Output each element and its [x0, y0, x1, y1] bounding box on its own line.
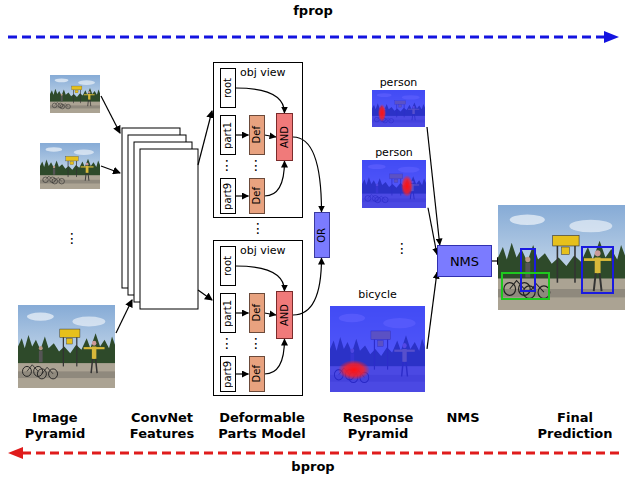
ellipsis: ⋮ [250, 220, 266, 236]
connector-arrow [265, 313, 277, 315]
class-name: person [370, 76, 427, 89]
deformation-name: Def [251, 304, 263, 321]
flow-label: fprop [273, 3, 353, 18]
deformation-box: Def [249, 178, 265, 214]
deformation-box: Def [249, 356, 265, 392]
connector-arrow [265, 339, 285, 374]
stage-label: ConvNet Features [120, 410, 204, 442]
filter-box: root [220, 246, 236, 286]
response-map: bicycle [328, 288, 427, 393]
fprop-arrowhead [604, 31, 619, 43]
connector-arrow [428, 208, 437, 255]
filter-name: root [222, 256, 234, 276]
connector-arrow [265, 161, 285, 196]
deformation-name: Def [251, 365, 263, 382]
stage-label: Image Pyramid [15, 410, 95, 442]
filter-name: part1 [222, 122, 234, 149]
and-label: AND [279, 126, 291, 148]
view-box: obj viewrootpart1Defpart9DefAND [213, 240, 303, 396]
filter-name: part9 [222, 183, 234, 210]
ellipsis: ⋮ [394, 240, 410, 256]
feature-arrows [198, 111, 212, 300]
connector-arrow [236, 373, 249, 374]
filter-box: root [220, 68, 236, 108]
connector-arrow [236, 195, 249, 196]
response-map: person [370, 76, 427, 128]
stage-label: NMS [441, 410, 485, 426]
connector-arrow [236, 312, 249, 313]
fprop-arrow [8, 36, 604, 39]
ellipsis: ⋮ [62, 230, 82, 246]
image-pyramid [18, 75, 115, 388]
ellipsis: ⋮ [219, 335, 235, 351]
deformation-box: Def [249, 293, 265, 333]
stage-label: Response Pyramid [336, 410, 420, 442]
connector-arrow [236, 266, 285, 291]
view-title: obj view [240, 244, 302, 257]
ellipsis: ⋮ [248, 335, 264, 351]
or-box: OR [314, 212, 330, 258]
ellipsis: ⋮ [248, 157, 264, 173]
bprop-arrow [23, 452, 619, 455]
connector-arrow [427, 272, 437, 349]
class-name: bicycle [328, 288, 427, 301]
view-box: obj viewrootpart1Defpart9DefAND [213, 62, 303, 218]
connector-arrow [236, 88, 285, 113]
ellipsis: ⋮ [219, 157, 235, 173]
view-title: obj view [240, 66, 302, 79]
nms-box: NMS [437, 245, 492, 277]
deformation-name: Def [251, 126, 263, 143]
bprop-arrowhead [8, 447, 23, 459]
connector-arrow [427, 127, 440, 245]
deformation-box: Def [249, 115, 265, 155]
and-box: AND [276, 291, 293, 339]
connector-arrow [293, 258, 322, 315]
filter-box: part1 [220, 115, 236, 155]
stage-label: Deformable Parts Model [210, 410, 314, 442]
connector-arrow [265, 135, 277, 137]
and-label: AND [279, 304, 291, 326]
or-label: OR [316, 228, 328, 243]
stage-label: Final Prediction [527, 410, 623, 442]
class-name: person [360, 146, 428, 159]
connector-arrow [293, 137, 322, 212]
convnet-feature-stack [122, 128, 198, 309]
nms-label: NMS [450, 254, 479, 269]
response-map: person [360, 146, 428, 209]
response-maps [330, 90, 426, 392]
filter-box: part9 [220, 178, 236, 214]
flow-label: bprop [273, 459, 353, 474]
filter-name: part9 [222, 361, 234, 388]
filter-box: part9 [220, 356, 236, 392]
and-box: AND [276, 113, 293, 161]
filter-box: part1 [220, 293, 236, 333]
filter-name: part1 [222, 300, 234, 327]
filter-name: root [222, 78, 234, 98]
final-prediction [498, 205, 625, 310]
connector-arrow [236, 134, 249, 135]
deformation-name: Def [251, 187, 263, 204]
